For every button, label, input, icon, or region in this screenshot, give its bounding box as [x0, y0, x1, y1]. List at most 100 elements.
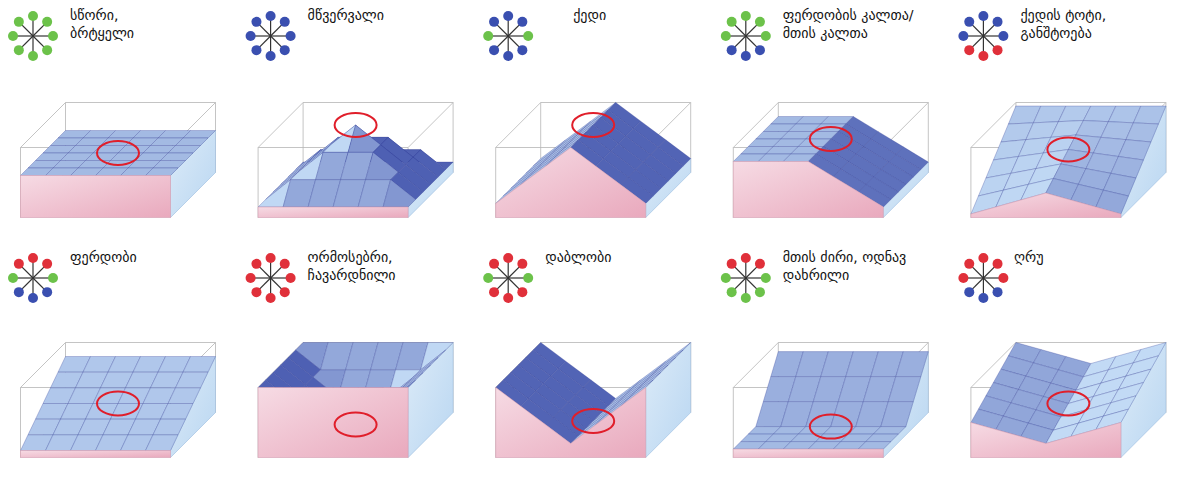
- box-edge: [303, 102, 453, 103]
- pattern-dot: [741, 253, 751, 263]
- pattern-dot: [741, 11, 751, 21]
- pattern-dot: [517, 45, 527, 55]
- geomorphon-panel: [246, 253, 454, 458]
- box-edge: [1016, 102, 1166, 103]
- pattern-dot: [761, 273, 771, 283]
- surface-facet: [896, 352, 929, 377]
- box-edge: [408, 103, 453, 148]
- pattern-dot: [246, 273, 256, 283]
- pattern-dot: [28, 253, 38, 263]
- surface-facet: [153, 161, 186, 169]
- box-edge: [541, 342, 691, 343]
- pattern-dot: [964, 17, 974, 27]
- pattern-dot: [964, 45, 974, 55]
- pattern-dot: [8, 273, 18, 283]
- landform-label: მთის ძირი, ოდნავ დახრილი: [783, 248, 948, 284]
- pattern-dot: [517, 287, 527, 297]
- pattern-dot: [14, 259, 24, 269]
- surface-facet: [146, 168, 179, 176]
- landform-label: ორმოსებრი, ჩავარდნილი: [308, 248, 426, 284]
- pattern-dot: [993, 259, 1003, 269]
- side-face: [733, 449, 883, 457]
- side-face: [258, 207, 408, 218]
- pattern-dot: [741, 51, 751, 61]
- box-edge: [258, 103, 303, 148]
- box-edge: [970, 148, 971, 218]
- pattern-dot: [503, 11, 513, 21]
- pattern-dot: [489, 259, 499, 269]
- geomorphon-panel: [721, 253, 929, 458]
- pattern-dot: [721, 273, 731, 283]
- geomorphon-panel: [8, 11, 216, 218]
- surface-facet: [183, 357, 216, 373]
- pattern-dot: [503, 253, 513, 263]
- pattern-dot: [727, 259, 737, 269]
- side-face: [646, 343, 691, 458]
- pattern-dot: [755, 17, 765, 27]
- pattern-icon: [246, 253, 296, 303]
- geomorphon-panel: [483, 11, 691, 218]
- landform-label: დაბლობი: [545, 248, 715, 266]
- focus-ellipse: [97, 392, 139, 416]
- box-edge: [496, 103, 541, 148]
- pattern-dot: [280, 287, 290, 297]
- pattern-dot: [48, 273, 58, 283]
- pattern-dot: [998, 31, 1008, 41]
- geomorphon-panel: [958, 11, 1166, 218]
- pattern-dot: [489, 17, 499, 27]
- surface-facet: [888, 377, 921, 402]
- pattern-dot: [727, 287, 737, 297]
- pattern-dot: [48, 31, 58, 41]
- focus-ellipse: [335, 113, 377, 137]
- geomorphon-panel: [8, 253, 216, 458]
- focus-ellipse: [1047, 138, 1089, 162]
- pattern-dot: [964, 259, 974, 269]
- pattern-dot: [42, 259, 52, 269]
- side-face: [171, 131, 216, 218]
- pattern-dot: [727, 45, 737, 55]
- pattern-dot: [28, 293, 38, 303]
- pattern-dot: [503, 51, 513, 61]
- pattern-icon: [958, 253, 1008, 303]
- pattern-icon: [483, 11, 533, 61]
- pattern-dot: [14, 45, 24, 55]
- pattern-dot: [483, 31, 493, 41]
- pattern-dot: [755, 259, 765, 269]
- box-edge: [20, 388, 21, 458]
- pattern-dot: [286, 273, 296, 283]
- side-face: [496, 388, 646, 458]
- pattern-dot: [489, 287, 499, 297]
- surface-facet: [366, 152, 399, 179]
- pattern-dot: [28, 11, 38, 21]
- pattern-dot: [266, 51, 276, 61]
- pattern-icon: [721, 11, 771, 61]
- pattern-dot: [978, 253, 988, 263]
- pattern-dot: [266, 11, 276, 21]
- geomorphon-panel: [483, 253, 691, 458]
- pattern-icon: [958, 11, 1008, 61]
- surface-facet: [161, 153, 194, 161]
- surface-facet: [176, 372, 209, 388]
- pattern-dot: [998, 273, 1008, 283]
- landform-label: ღრუ: [1014, 248, 1184, 266]
- pattern-dot: [251, 287, 261, 297]
- surface-facet: [866, 434, 899, 442]
- side-face: [21, 451, 171, 458]
- pattern-dot: [741, 293, 751, 303]
- geomorphon-panel: [958, 253, 1166, 458]
- landform-label: ფერდობი: [70, 248, 240, 266]
- pattern-dot: [755, 287, 765, 297]
- pattern-dot: [42, 287, 52, 297]
- pattern-dot: [42, 17, 52, 27]
- pattern-dot: [964, 287, 974, 297]
- focus-ellipse: [335, 413, 377, 437]
- pattern-dot: [8, 31, 18, 41]
- focus-ellipse: [97, 141, 139, 165]
- surface-facet: [1133, 106, 1166, 124]
- surface-facet: [168, 146, 201, 154]
- surface-facet: [1126, 123, 1159, 142]
- pattern-dot: [755, 45, 765, 55]
- pattern-dot: [523, 31, 533, 41]
- surface-facet: [881, 402, 914, 427]
